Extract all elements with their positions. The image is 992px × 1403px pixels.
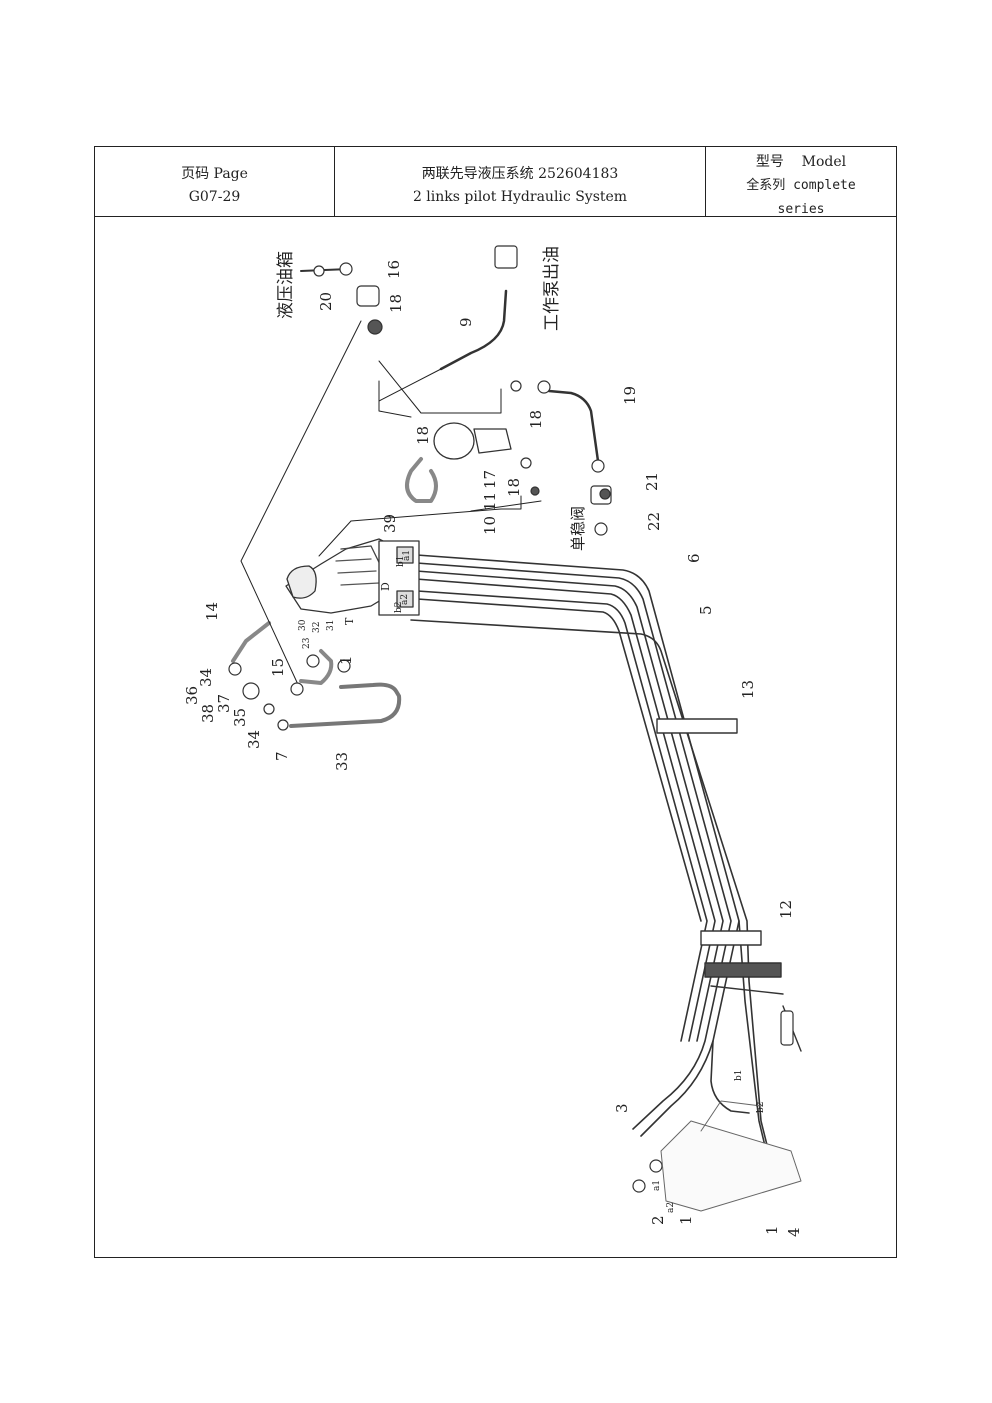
part-number-13: 13: [739, 680, 757, 699]
clamp-12: [700, 930, 802, 1052]
model-cell: 型号 Model 全系列 complete series: [706, 147, 896, 217]
part-number-38: 38: [199, 704, 217, 723]
part-number-4: 4: [785, 1227, 803, 1237]
accumulator: [433, 422, 512, 460]
hydraulic-diagram: 液压油箱 工作泵出油 单稳阀 20 16 18 9 18 19 18 17 11…: [183, 245, 803, 1237]
port-label-b1: b1: [396, 556, 406, 568]
part-number-31: 31: [326, 620, 336, 631]
hose-33: [289, 682, 402, 728]
hose-19: [547, 389, 600, 463]
port-label-a1: a1: [402, 550, 412, 561]
part-number-34: 34: [245, 730, 263, 749]
part-number-18: 18: [505, 478, 523, 497]
part-number-1: 1: [337, 655, 355, 665]
pilot-hose-bundle: [402, 553, 772, 1187]
part-number-37: 37: [215, 694, 233, 713]
page-number: G07-29: [188, 189, 241, 205]
label-check-valve: 单稳阀: [569, 506, 587, 551]
leader-lines: [240, 320, 542, 692]
title-english: 2 links pilot Hydraulic System: [412, 189, 628, 205]
port-label-b2-bottom: b2: [756, 1102, 766, 1114]
part-number-3: 3: [613, 1103, 631, 1113]
part-number-9: 9: [457, 317, 475, 327]
part-number-6: 6: [685, 553, 703, 563]
port-label-a2: a2: [400, 594, 410, 605]
hose-return: [405, 457, 438, 503]
part-number-22: 22: [645, 512, 663, 531]
pilot-valve-assembly: [285, 538, 420, 616]
title-block: 页码 Page G07-29 两联先导液压系统 252604183 2 link…: [95, 147, 896, 217]
port-label-T: T: [343, 617, 356, 625]
part-number-18: 18: [527, 410, 545, 429]
part-number-17: 17: [481, 470, 499, 489]
port-label-a1-bottom: a1: [652, 1180, 662, 1191]
model-label: 型号 Model: [755, 154, 847, 170]
hose-15: [299, 649, 334, 685]
model-value-line2: series: [777, 202, 825, 217]
part-number-7: 7: [273, 751, 291, 761]
part-number-18: 18: [414, 426, 432, 445]
port-label-b2: b2: [394, 602, 404, 614]
part-number-32: 32: [312, 622, 322, 633]
part-number-18: 18: [387, 294, 405, 313]
part-number-19: 19: [621, 386, 639, 405]
label-tank: 液压油箱: [276, 251, 296, 319]
mounting-bracket: [660, 1100, 802, 1212]
part-number-11: 11: [481, 492, 499, 511]
part-number-14: 14: [203, 602, 221, 621]
part-number-15: 15: [269, 658, 287, 677]
part-number-35: 35: [231, 708, 249, 727]
port-label-D: D: [379, 582, 392, 591]
part-number-36: 36: [183, 686, 201, 705]
part-number-1: 1: [763, 1225, 781, 1235]
part-number-1: 1: [677, 1215, 695, 1225]
part-number-30: 30: [298, 619, 308, 631]
title-cell: 两联先导液压系统 252604183 2 links pilot Hydraul…: [335, 147, 706, 216]
part-number-2: 2: [649, 1215, 667, 1225]
hose-9: [439, 289, 508, 371]
part-number-10: 10: [481, 516, 499, 535]
part-number-34: 34: [197, 668, 215, 687]
label-pump-outlet: 工作泵出油: [542, 246, 562, 331]
page-cell: 页码 Page G07-29: [95, 147, 335, 216]
title-chinese: 两联先导液压系统 252604183: [421, 166, 619, 182]
part-number-23: 23: [302, 637, 312, 649]
part-number-16: 16: [385, 260, 403, 279]
port-label-a2-bottom: a2: [666, 1202, 676, 1213]
page-label: 页码 Page: [181, 166, 248, 182]
part-number-39: 39: [381, 514, 399, 533]
part-number-5: 5: [697, 605, 715, 615]
port-label-b1-bottom: b1: [734, 1070, 744, 1082]
part-number-20: 20: [317, 292, 335, 311]
hose-14: [231, 621, 271, 663]
part-number-12: 12: [777, 900, 795, 919]
part-number-33: 33: [333, 752, 351, 771]
clamp-13: [656, 718, 738, 734]
part-number-21: 21: [643, 472, 661, 491]
model-value-line1: 全系列 complete: [746, 178, 856, 193]
document-frame: 页码 Page G07-29 两联先导液压系统 252604183 2 link…: [94, 146, 897, 1258]
